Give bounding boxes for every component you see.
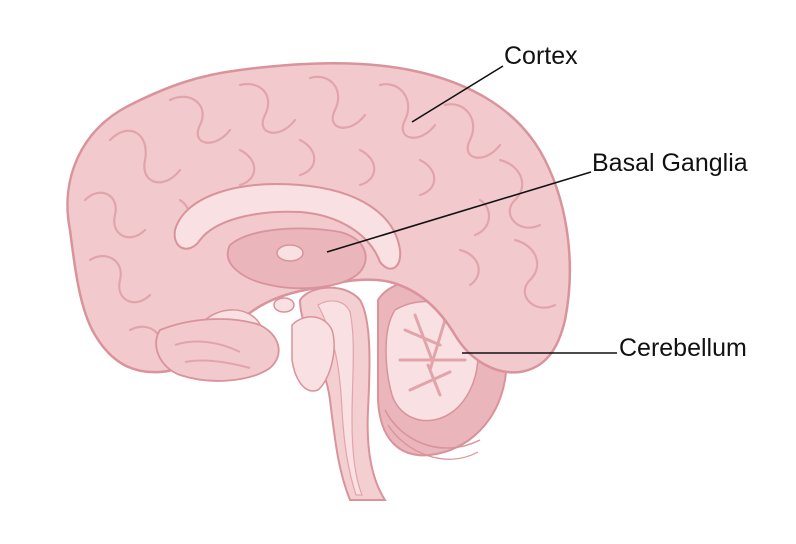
temporal-lobe	[156, 319, 279, 381]
intermediate-mass	[277, 245, 303, 261]
pituitary	[274, 298, 294, 312]
cerebellum-label: Cerebellum	[619, 334, 747, 362]
cortex-label: Cortex	[504, 42, 578, 70]
basal-ganglia-label: Basal Ganglia	[592, 149, 748, 177]
